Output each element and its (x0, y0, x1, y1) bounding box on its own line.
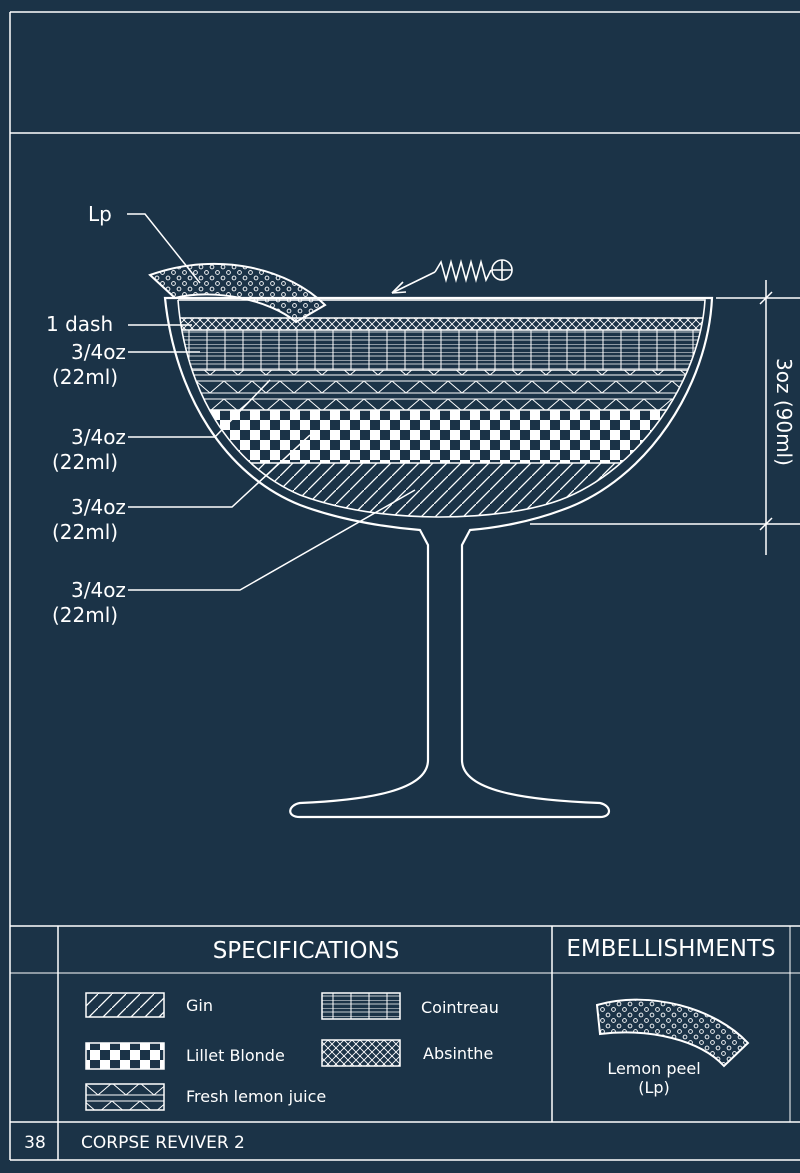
measure-3-ml: (22ml) (52, 520, 118, 544)
glass-layers (178, 317, 705, 518)
swatch-absinthe (321, 1039, 401, 1067)
layer-gin (178, 463, 705, 518)
total-volume-label: 3oz (90ml) (772, 358, 796, 466)
embellishment-abbr: (Lp) (638, 1078, 670, 1097)
measure-4-oz: 3/4oz (71, 578, 126, 602)
legend-lillet-blonde: Lillet Blonde (85, 1042, 285, 1070)
lemon-peel-icon (595, 998, 750, 1068)
specifications-heading: SPECIFICATIONS (213, 938, 400, 964)
measure-1-oz: 3/4oz (71, 340, 126, 364)
legend-cointreau: Cointreau (321, 992, 499, 1020)
legend-label-absinthe: Absinthe (423, 1044, 493, 1063)
coupe-glass (163, 296, 714, 819)
legend-gin: Gin (85, 992, 213, 1018)
legend-label-gin: Gin (186, 996, 213, 1015)
spring-icon (391, 259, 513, 294)
legend-label-cointreau: Cointreau (421, 998, 499, 1017)
dash-label: 1 dash (46, 312, 113, 336)
swatch-fresh-lemon-juice (85, 1083, 165, 1111)
volume-dimension (530, 280, 800, 555)
leader-lines (127, 213, 416, 591)
swatch-cointreau (321, 992, 401, 1020)
layer-lemon-juice (178, 370, 705, 410)
embellishments-heading: EMBELLISHMENTS (566, 936, 775, 962)
legend-absinthe: Absinthe (321, 1039, 493, 1067)
recipe-title: CORPSE REVIVER 2 (81, 1133, 245, 1153)
layer-cointreau (178, 330, 705, 370)
legend-label-lillet-blonde: Lillet Blonde (186, 1046, 285, 1065)
measure-4-ml: (22ml) (52, 603, 118, 627)
layer-absinthe (178, 318, 705, 330)
frame (9, 11, 800, 1161)
legend-fresh-lemon-juice: Fresh lemon juice (85, 1083, 326, 1111)
embellishment-lemon-peel: Lemon peel (Lp) (595, 998, 750, 1097)
page-number: 38 (24, 1133, 46, 1153)
embellishment-name: Lemon peel (607, 1059, 700, 1078)
measure-2-ml: (22ml) (52, 450, 118, 474)
measure-2-oz: 3/4oz (71, 425, 126, 449)
swatch-lillet-blonde (85, 1042, 165, 1070)
layer-lillet-blonde (178, 410, 705, 463)
measure-3-oz: 3/4oz (71, 495, 126, 519)
measure-1-ml: (22ml) (52, 365, 118, 389)
garnish-label: Lp (88, 202, 112, 226)
legend-label-fresh-lemon-juice: Fresh lemon juice (186, 1087, 326, 1106)
swatch-gin (85, 992, 165, 1018)
